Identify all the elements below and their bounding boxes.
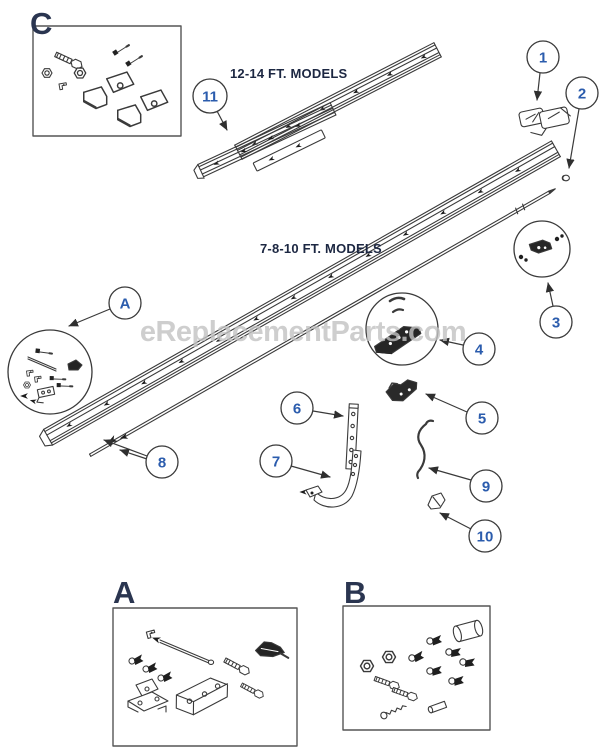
watermark-text: eReplacementParts.com	[140, 316, 466, 348]
kit-c-hardware	[41, 43, 169, 128]
rail-12-14-upper-section	[234, 42, 442, 160]
part-2-nub	[561, 174, 570, 182]
kit-a-box	[112, 607, 298, 747]
svg-text:11: 11	[202, 88, 218, 105]
svg-text:9: 9	[482, 478, 490, 495]
part-5-latch	[385, 379, 418, 402]
section-label-c: C	[30, 6, 52, 41]
kit-c-bracket-1	[83, 71, 135, 110]
svg-text:7: 7	[272, 453, 280, 470]
part-1-bracket	[518, 106, 571, 136]
svg-text:8: 8	[158, 454, 166, 471]
callout-9: 9	[469, 469, 503, 503]
svg-text:A: A	[120, 295, 131, 312]
part-4-inset	[365, 292, 439, 366]
label-7-8-10-models: 7-8-10 FT. MODELS	[260, 241, 382, 256]
callout-10: 10	[468, 519, 502, 553]
part-3-inset	[513, 220, 571, 278]
callout-7: 7	[259, 444, 293, 478]
svg-text:3: 3	[552, 314, 560, 331]
rail-12-14-lower-section	[193, 102, 337, 179]
callout-1: 1	[526, 40, 560, 74]
part-10-clip	[427, 492, 446, 510]
callout-a: A	[108, 286, 142, 320]
rail-splice-bar	[252, 129, 326, 172]
drive-rod	[88, 188, 556, 457]
callout-6: 6	[280, 391, 314, 425]
rail-7-8-10	[39, 140, 561, 447]
svg-text:5: 5	[478, 410, 486, 427]
kit-b-hardware	[359, 619, 484, 720]
kit-a-label: A	[113, 575, 135, 610]
svg-text:6: 6	[293, 400, 301, 417]
part-7-arm	[298, 449, 362, 508]
callout-8: 8	[145, 445, 179, 479]
callout-5: 5	[465, 401, 499, 435]
kit-c-bracket-2	[117, 89, 169, 128]
kit-b-box	[342, 605, 491, 731]
kit-a-hardware	[127, 629, 290, 716]
callout-4: 4	[462, 332, 496, 366]
kit-b-label: B	[344, 575, 366, 610]
svg-text:2: 2	[578, 85, 586, 102]
part-9-wire	[416, 419, 435, 480]
callout-arrows	[68, 72, 580, 530]
callout-11: 11	[192, 78, 228, 114]
kit-c-box	[32, 25, 182, 137]
svg-text:1: 1	[539, 49, 547, 66]
label-12-14-models: 12-14 FT. MODELS	[230, 66, 347, 81]
kit-a-inset-circle	[7, 329, 93, 415]
callout-3: 3	[539, 305, 573, 339]
svg-text:4: 4	[475, 341, 484, 358]
callout-2: 2	[565, 76, 599, 110]
svg-text:10: 10	[477, 528, 494, 545]
